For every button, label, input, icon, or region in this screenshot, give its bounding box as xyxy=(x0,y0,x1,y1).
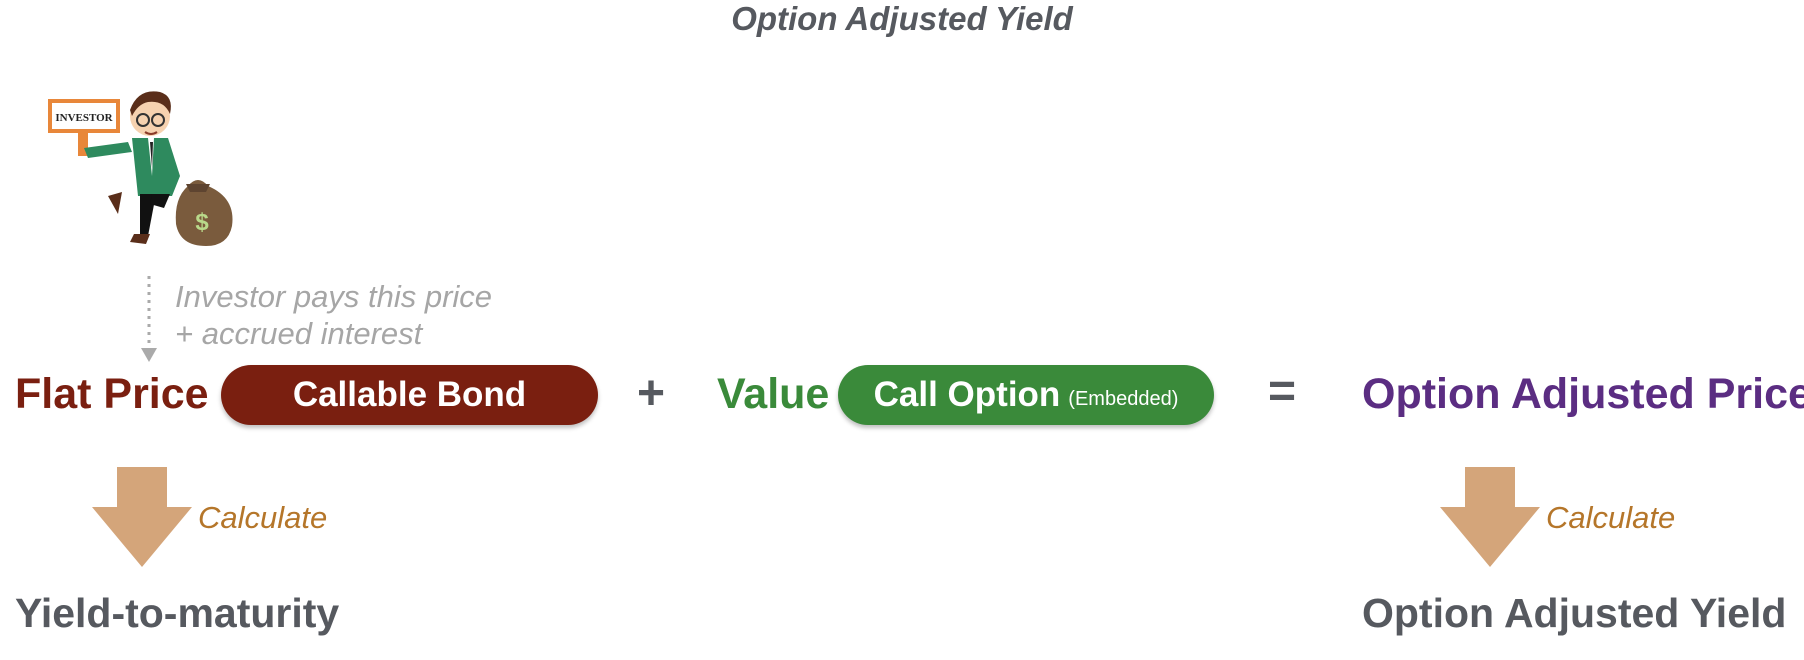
calculate-label-right: Calculate xyxy=(1546,500,1676,535)
plus-operator: + xyxy=(637,367,666,420)
investor-sign-post xyxy=(78,126,88,156)
investor-sign-label: INVESTOR xyxy=(55,112,113,124)
investor-sign xyxy=(48,99,120,133)
calculate-arrow-left-icon xyxy=(92,467,192,567)
callable-bond-label: Callable Bond xyxy=(292,375,527,414)
investor-note: Investor pays this price + accrued inter… xyxy=(175,278,492,352)
investor-illustration: INVESTOR $ xyxy=(48,91,233,246)
money-bag-icon xyxy=(175,180,233,246)
value-label: Value xyxy=(717,370,830,418)
call-option-pill: Call Option (Embedded) xyxy=(838,365,1214,425)
yield-to-maturity-label: Yield-to-maturity xyxy=(15,590,340,636)
flat-price-label: Flat Price xyxy=(15,370,209,418)
money-bag-dollar: $ xyxy=(195,209,209,236)
investor-note-line2: + accrued interest xyxy=(175,316,423,351)
equals-operator: = xyxy=(1268,365,1297,418)
call-option-label: Call Option xyxy=(873,375,1061,414)
option-adjusted-price-label: Option Adjusted Price xyxy=(1362,370,1804,418)
call-option-qualifier: (Embedded) xyxy=(1068,387,1179,410)
option-adjusted-yield-label: Option Adjusted Yield xyxy=(1362,590,1787,636)
calculate-label-left: Calculate xyxy=(198,500,328,535)
calculate-arrow-right-icon xyxy=(1440,467,1540,567)
callable-bond-pill: Callable Bond xyxy=(221,365,598,425)
investor-to-price-arrow xyxy=(141,276,157,362)
investor-note-line1: Investor pays this price xyxy=(175,279,493,314)
page-title: Option Adjusted Yield xyxy=(731,0,1073,37)
